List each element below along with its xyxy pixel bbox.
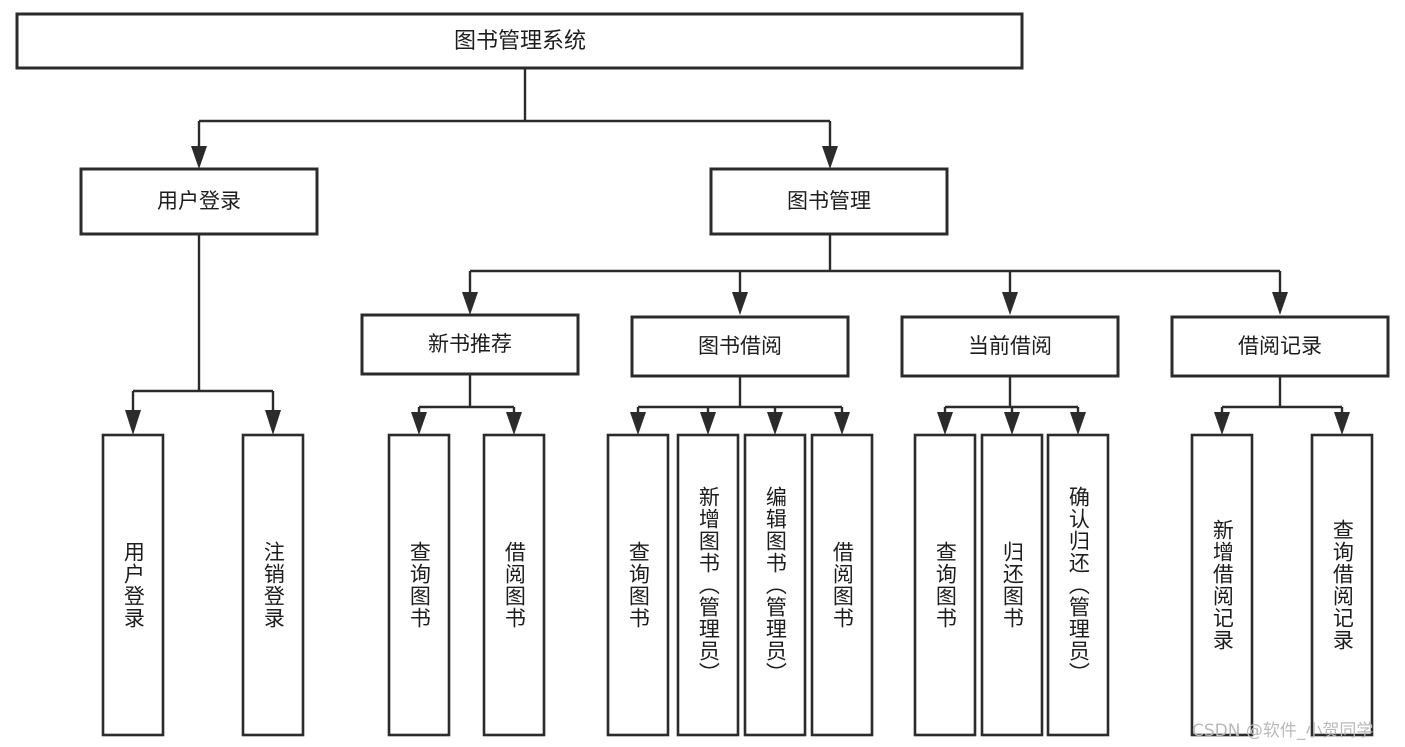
label-root: 图书管理系统 [454,29,586,54]
arrowhead-current-leaf-1 [937,412,953,435]
arrowhead-borrow-leaf-4 [834,412,850,435]
arrowhead-leaf-user-login [125,410,141,435]
leaf-box-current-confirm[interactable] [1046,433,1110,737]
node-user-login[interactable] [79,167,319,236]
arrowhead-book-borrow [732,292,748,315]
label-new-book-recommend: 新书推荐 [428,332,512,356]
label-user-login: 用户登录 [157,189,241,213]
arrowhead-current-leaf-2 [1004,412,1020,435]
leaf-box-logout[interactable] [241,433,305,737]
leaf-box-recommend-borrow[interactable] [482,433,546,737]
node-layer [15,12,1390,737]
arrowhead-recommend-leaf-1 [411,412,427,435]
label-book-manage: 图书管理 [787,189,871,213]
arrowhead-records-leaf-2 [1334,412,1350,435]
arrowhead-borrow-leaf-1 [630,412,646,435]
arrowhead-leaf-logout [265,410,281,435]
arrowhead-borrow-records [1272,292,1288,315]
leaf-box-user-login[interactable] [101,433,165,737]
leaf-box-borrow-lend[interactable] [810,433,874,737]
leaf-box-current-return[interactable] [980,433,1044,737]
label-current-borrow: 当前借阅 [968,334,1052,358]
horizontal-label-layer: 图书管理系统 用户登录 图书管理 新书推荐 图书借阅 当前借阅 借阅记录 [157,29,1322,358]
arrowhead-book-manage [822,146,838,169]
arrowhead-recommend-leaf-2 [506,412,522,435]
arrowhead-user-login [191,146,207,169]
leaf-box-borrow-query[interactable] [606,433,670,737]
arrowhead-current-leaf-3 [1070,412,1086,435]
arrowhead-records-leaf-1 [1214,412,1230,435]
leaf-box-record-query[interactable] [1310,433,1374,737]
node-borrow-records[interactable] [1170,315,1390,378]
connector-layer [125,68,1350,435]
watermark-text: CSDN @软件_小贺同学 [1192,721,1374,741]
leaf-box-current-query[interactable] [913,433,977,737]
label-book-borrow: 图书借阅 [698,334,782,358]
leaf-box-borrow-edit[interactable] [743,433,807,737]
arrowhead-borrow-leaf-2 [700,412,716,435]
node-new-book-recommend[interactable] [360,313,580,376]
node-book-manage[interactable] [709,167,949,236]
arrowhead-current-borrow [1002,292,1018,315]
leaf-box-borrow-add[interactable] [676,433,740,737]
label-borrow-records: 借阅记录 [1238,334,1322,358]
node-book-borrow[interactable] [630,315,850,378]
leaf-box-record-add[interactable] [1190,433,1254,737]
leaf-box-recommend-query[interactable] [387,433,451,737]
arrowhead-new-book-recommend [462,292,478,315]
node-root[interactable] [15,12,1024,70]
node-current-borrow[interactable] [900,315,1120,378]
arrowhead-borrow-leaf-3 [767,412,783,435]
